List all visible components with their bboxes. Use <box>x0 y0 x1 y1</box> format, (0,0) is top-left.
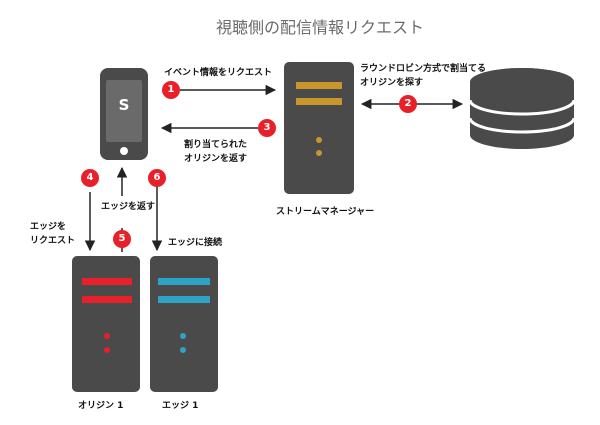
step-badge-1 <box>162 81 180 99</box>
step-badge-3 <box>258 119 276 137</box>
step-number-2: 2 <box>404 98 412 109</box>
step-badge-6 <box>148 169 166 187</box>
step-1-label: イベント情報をリクエスト <box>164 68 273 78</box>
step-2-label-line2: オリジンを探す <box>360 78 424 88</box>
step-3-label-line1: 割り当てられた <box>184 140 248 150</box>
phone-screen-letter: S <box>118 96 130 114</box>
stream-manager-server-icon <box>284 62 354 194</box>
step-4-label-line1: エッジを <box>30 222 67 232</box>
step-badge-5 <box>113 230 131 248</box>
step-badge-4 <box>81 169 99 187</box>
step-badge-2 <box>399 95 417 113</box>
smartphone-icon <box>100 68 148 160</box>
origin-caption: オリジン 1 <box>78 401 124 411</box>
origin-server-icon <box>72 256 140 392</box>
step-2-label-line1: ラウンドロビン方式で割当てる <box>360 64 487 74</box>
step-3-label-line2: オリジンを返す <box>184 154 248 164</box>
stream-manager-caption: ストリームマネージャー <box>276 207 375 217</box>
diagram-title: 視聴側の配信情報リクエスト <box>215 18 424 37</box>
step-4-label-line2: リクエスト <box>30 236 76 246</box>
step-number-6: 6 <box>153 172 161 183</box>
step-number-5: 5 <box>118 233 126 244</box>
edge-server-icon <box>150 256 218 392</box>
edge-caption: エッジ 1 <box>162 401 199 411</box>
database-icon <box>468 68 576 149</box>
step-number-3: 3 <box>263 122 271 133</box>
step-number-4: 4 <box>86 172 94 183</box>
step-6-label: エッジに接続 <box>168 238 223 248</box>
step-5-label: エッジを返す <box>101 202 156 212</box>
step-number-1: 1 <box>167 84 175 95</box>
